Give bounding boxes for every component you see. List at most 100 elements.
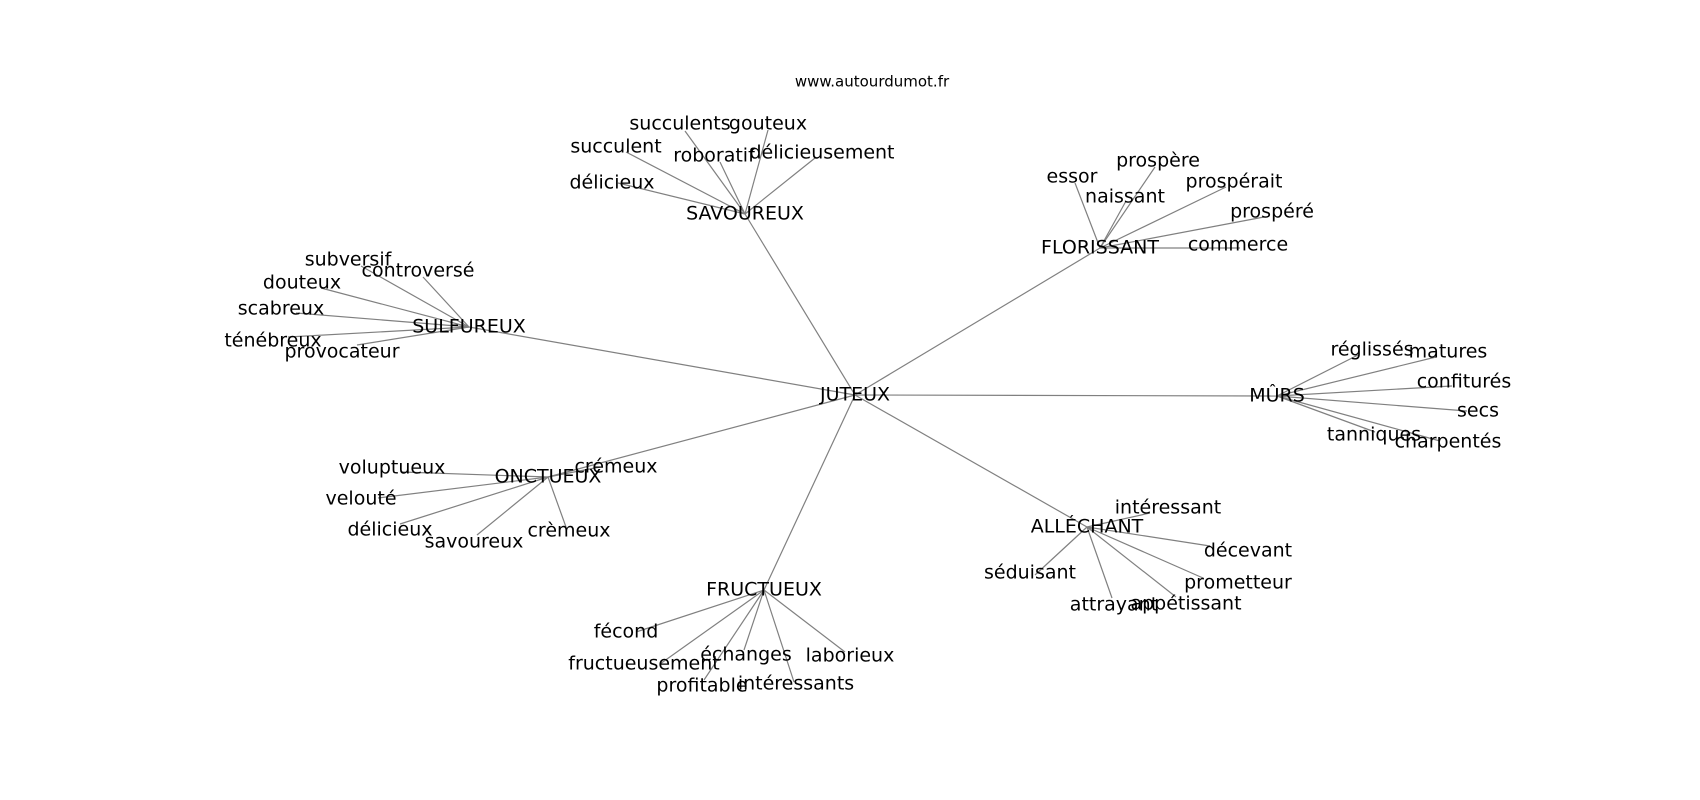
word-node[interactable]: provocateur — [284, 341, 399, 363]
site-watermark: www.autourdumot.fr — [795, 73, 950, 91]
word-node[interactable]: confiturés — [1417, 371, 1512, 393]
word-node[interactable]: ténébreux — [224, 330, 321, 352]
word-node[interactable]: succulent — [570, 136, 661, 158]
word-node[interactable]: succulents — [629, 113, 730, 135]
edge-center-to-hub — [744, 213, 856, 396]
word-node[interactable]: velouté — [325, 488, 396, 510]
edge-hub-to-word — [422, 276, 470, 328]
word-node[interactable]: controversé — [362, 260, 475, 282]
edge-hub-to-word — [684, 130, 746, 215]
word-node[interactable]: échanges — [700, 644, 792, 666]
hub-node[interactable]: ALLÉCHANT — [1031, 515, 1144, 538]
word-node[interactable]: délicieux — [569, 172, 654, 194]
edge-hub-to-word — [1099, 216, 1265, 249]
word-node[interactable]: délicieusement — [749, 142, 894, 164]
hub-node[interactable]: FRUCTUEUX — [706, 579, 822, 601]
graph-edges — [287, 129, 1468, 683]
edge-hub-to-word — [1034, 526, 1088, 576]
edge-hub-to-word — [1086, 512, 1151, 528]
edge-hub-to-word — [659, 589, 765, 665]
edge-hub-to-word — [401, 471, 549, 478]
hub-node[interactable]: MÛRS — [1249, 383, 1305, 407]
edge-hub-to-word — [1074, 182, 1101, 249]
word-node[interactable]: savoureux — [425, 531, 524, 553]
edge-hub-to-word — [287, 326, 470, 338]
hub-node[interactable]: SULFUREUX — [412, 316, 526, 338]
edge-hub-to-word — [763, 589, 795, 683]
word-node[interactable]: appétissant — [1130, 593, 1241, 615]
edge-hub-to-word — [719, 161, 746, 215]
word-node[interactable]: intéressant — [1115, 497, 1221, 519]
word-node[interactable]: laborieux — [806, 645, 895, 667]
edge-hub-to-word — [1086, 526, 1113, 599]
edge-hub-to-word — [1086, 526, 1177, 598]
edge-center-to-hub — [547, 394, 856, 478]
edge-hub-to-word — [320, 287, 470, 328]
word-node[interactable]: prospérait — [1186, 171, 1283, 193]
hub-node[interactable]: SAVOUREUX — [686, 203, 804, 225]
edge-center-to-hub — [763, 394, 856, 591]
edge-hub-to-word — [1086, 526, 1211, 547]
word-node[interactable]: séduisant — [984, 562, 1076, 584]
edge-hub-to-word — [1099, 200, 1127, 249]
edge-hub-to-word — [635, 589, 765, 633]
edge-hub-to-word — [617, 182, 746, 215]
edge-hub-to-word — [763, 589, 846, 653]
edge-hub-to-word — [625, 151, 746, 215]
edge-hub-to-word — [295, 312, 470, 328]
edge-hub-to-word — [1276, 395, 1441, 442]
graph-labels: www.autourdumot.fr JUTEUX SAVOUREUX succul… — [224, 73, 1511, 697]
word-node[interactable]: crèmeux — [527, 520, 610, 542]
edge-hub-to-word — [377, 476, 549, 499]
edge-hub-to-word — [399, 476, 549, 525]
edge-hub-to-word — [547, 466, 601, 478]
word-node[interactable]: prospère — [1116, 150, 1200, 172]
edge-hub-to-word — [1276, 356, 1437, 397]
word-node[interactable]: subversif — [305, 249, 393, 271]
word-node[interactable]: douteux — [263, 272, 341, 294]
word-node[interactable]: gouteux — [729, 113, 807, 135]
word-node[interactable]: secs — [1457, 400, 1499, 422]
edge-hub-to-word — [1099, 166, 1156, 249]
word-node[interactable]: naissant — [1085, 186, 1165, 208]
hub-node[interactable]: ONCTUEUX — [495, 466, 602, 488]
edge-hub-to-word — [1099, 186, 1227, 249]
word-node[interactable]: tanniques — [1327, 424, 1421, 446]
edge-hub-to-word — [476, 476, 549, 536]
word-node[interactable]: décevant — [1204, 540, 1292, 562]
word-node[interactable]: réglissés — [1330, 339, 1413, 361]
edge-hub-to-word — [1276, 385, 1453, 397]
edge-center-to-hub — [854, 394, 1278, 397]
word-node[interactable]: profitable — [656, 675, 747, 697]
word-node[interactable]: délicieux — [347, 519, 432, 541]
edge-hub-to-word — [703, 589, 765, 681]
edge-hub-to-word — [744, 157, 816, 215]
edge-hub-to-word — [360, 265, 470, 328]
edge-center-to-hub — [854, 247, 1101, 396]
word-node[interactable]: essor — [1047, 166, 1098, 188]
edge-hub-to-word — [1276, 354, 1359, 397]
edge-hub-to-word — [744, 129, 769, 215]
center-node[interactable]: JUTEUX — [819, 384, 890, 406]
word-node[interactable]: charpentés — [1395, 431, 1502, 453]
word-node[interactable]: roboratif — [673, 145, 756, 167]
edge-hub-to-word — [743, 589, 765, 651]
word-node[interactable]: voluptueux — [339, 457, 446, 479]
edge-hub-to-word — [1276, 395, 1468, 412]
word-node[interactable]: fécond — [594, 621, 659, 643]
word-node[interactable]: commerce — [1188, 234, 1288, 256]
word-node[interactable]: matures — [1409, 341, 1488, 363]
edge-center-to-hub — [854, 394, 1088, 528]
hub-node[interactable]: FLORISSANT — [1041, 237, 1159, 259]
word-node[interactable]: prometteur — [1184, 572, 1292, 594]
edge-hub-to-word — [547, 476, 567, 528]
word-node[interactable]: scabreux — [238, 298, 324, 320]
word-node[interactable]: crémeux — [574, 456, 657, 478]
word-node[interactable]: fructueusement — [568, 653, 720, 675]
edge-hub-to-word — [1276, 395, 1376, 433]
word-node[interactable]: intéressants — [738, 673, 854, 695]
word-node[interactable]: attrayant — [1070, 594, 1158, 616]
word-node[interactable]: prospéré — [1230, 201, 1314, 223]
edge-hub-to-word — [356, 326, 470, 346]
